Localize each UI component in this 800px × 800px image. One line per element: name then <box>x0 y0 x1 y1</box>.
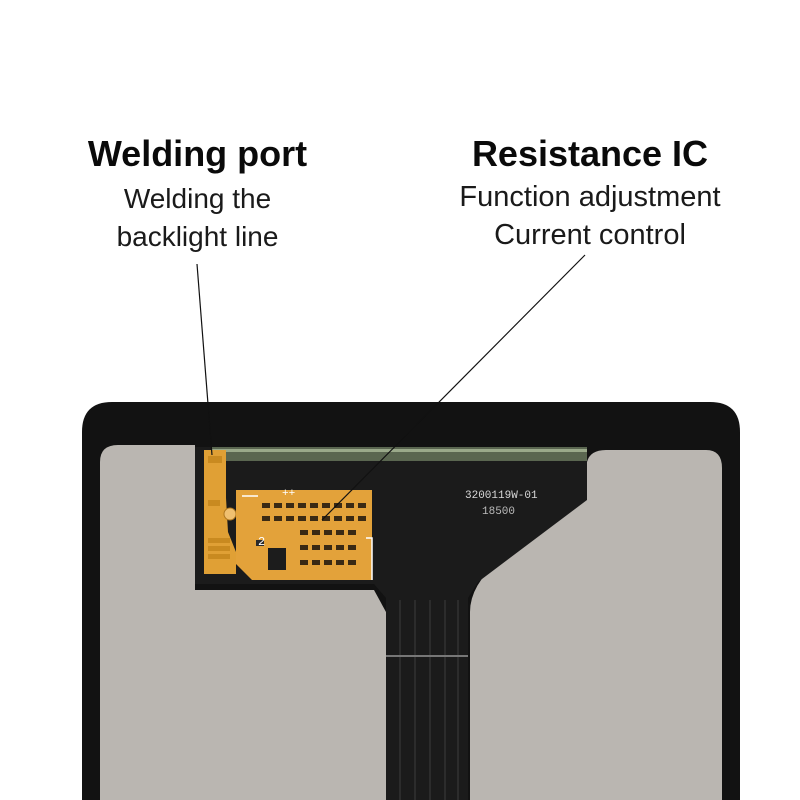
resistance-ic-chip <box>268 548 286 570</box>
resistance-ic-leader-line <box>321 254 586 521</box>
welding-port-hole <box>223 507 237 521</box>
resistance-ic-callout: Resistance IC Function adjustment Curren… <box>430 134 750 254</box>
welding-port-desc-line-1: Welding the <box>123 183 272 214</box>
pcb-part-number: 3200119W-01 <box>465 490 538 502</box>
welding-port-leader-line <box>196 263 213 456</box>
board-outline-mark-right <box>366 537 373 580</box>
pcb-mark-2: 2 <box>258 535 265 549</box>
pcb-date-code: 18500 <box>482 506 515 518</box>
resistance-ic-desc-line-1: Function adjustment <box>459 181 721 213</box>
flex-cable-traces <box>399 600 459 800</box>
display-panel-left <box>100 445 386 800</box>
resistance-ic-desc-line-2: Current control <box>494 219 686 251</box>
welding-port-pads <box>208 456 230 559</box>
welding-port-callout: Welding port Welding the backlight line <box>40 134 355 256</box>
resistor-array <box>262 503 366 565</box>
panel-edge-highlight <box>212 449 587 452</box>
welding-port-desc-line-2: backlight line <box>116 221 279 252</box>
resistance-ic-title: Resistance IC <box>471 133 709 174</box>
ic-small-part <box>256 540 264 546</box>
pcb-mark-plus: ++ <box>282 488 295 500</box>
welding-port-title: Welding port <box>87 133 308 174</box>
